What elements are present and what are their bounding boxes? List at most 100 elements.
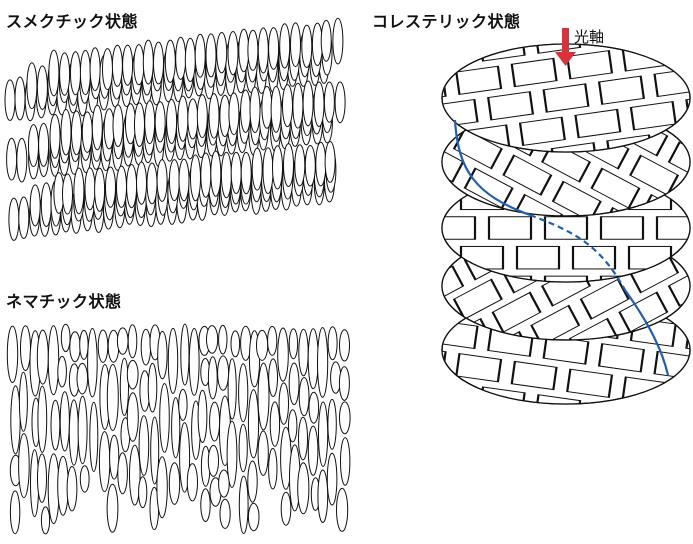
lattice-cell bbox=[349, 68, 391, 91]
lattice-cell bbox=[386, 254, 431, 282]
lattice-cell bbox=[322, 305, 367, 333]
lattice-cell bbox=[455, 65, 503, 95]
lattice-cell bbox=[338, 187, 383, 215]
molecule bbox=[106, 364, 119, 431]
molecule bbox=[238, 363, 249, 423]
lattice-cell bbox=[452, 278, 503, 320]
molecule bbox=[157, 330, 168, 380]
lattice-cell bbox=[442, 345, 447, 375]
molecule bbox=[297, 462, 310, 515]
lattice-cell bbox=[393, 405, 438, 433]
lattice-cell bbox=[676, 44, 690, 64]
lattice-cell bbox=[538, 0, 586, 11]
molecule bbox=[207, 356, 218, 400]
molecule bbox=[247, 29, 259, 71]
molecule bbox=[138, 476, 148, 509]
molecule bbox=[89, 401, 99, 472]
molecule bbox=[57, 355, 67, 388]
helix-back bbox=[529, 213, 626, 291]
molecule bbox=[79, 329, 89, 360]
molecule bbox=[60, 323, 71, 353]
molecule bbox=[18, 196, 30, 239]
molecule bbox=[167, 327, 179, 394]
molecule bbox=[168, 159, 180, 202]
lattice-cell bbox=[405, 306, 447, 329]
molecule bbox=[40, 182, 52, 227]
molecule bbox=[270, 85, 282, 133]
molecule bbox=[87, 328, 98, 398]
lattice-cell bbox=[455, 353, 503, 383]
molecule bbox=[200, 488, 211, 523]
lattice-cell bbox=[416, 438, 461, 466]
molecule bbox=[238, 475, 249, 534]
lattice-cell bbox=[327, 280, 375, 320]
lattice-cell bbox=[518, 116, 566, 147]
molecule bbox=[327, 398, 337, 450]
lattice-cell bbox=[362, 199, 407, 227]
nematic-molecule-field bbox=[6, 323, 351, 535]
lattice-cell bbox=[349, 246, 391, 269]
lattice-cell bbox=[366, 293, 414, 333]
lattice-cell bbox=[487, 216, 533, 240]
molecule bbox=[208, 93, 220, 139]
molecule bbox=[133, 44, 145, 86]
molecule bbox=[228, 92, 240, 136]
molecule bbox=[298, 328, 309, 377]
lattice-cell bbox=[299, 227, 347, 267]
lattice-cell bbox=[510, 360, 558, 391]
molecule bbox=[268, 358, 279, 398]
molecule bbox=[76, 362, 89, 395]
molecule bbox=[336, 487, 349, 532]
lattice-cell bbox=[394, 195, 439, 223]
molecule bbox=[129, 444, 141, 506]
smectic-state-title: スメクチック状態 bbox=[6, 12, 139, 31]
lattice-cell bbox=[345, 82, 390, 110]
lattice-cell bbox=[646, 10, 691, 38]
lattice-cell bbox=[289, 266, 337, 306]
lattice-cell bbox=[377, 98, 419, 121]
lattice-cell bbox=[377, 155, 425, 195]
lattice-cell bbox=[442, 216, 477, 240]
molecule bbox=[218, 324, 228, 355]
lattice-cell bbox=[571, 245, 617, 270]
lattice-cell bbox=[422, 398, 470, 438]
molecule bbox=[247, 389, 260, 459]
lattice-cell bbox=[411, 0, 459, 11]
lattice-cell bbox=[542, 83, 590, 113]
lattice-cell bbox=[491, 291, 542, 334]
molecule bbox=[142, 39, 154, 85]
molecule bbox=[59, 52, 71, 96]
molecule bbox=[69, 331, 81, 363]
molecule bbox=[106, 483, 119, 533]
lattice-cell bbox=[685, 365, 693, 388]
molecule bbox=[317, 327, 329, 398]
molecule bbox=[159, 383, 170, 453]
arrow-head bbox=[555, 52, 576, 66]
helix-front-lower bbox=[624, 289, 670, 376]
lattice-cell bbox=[472, 0, 517, 2]
molecule bbox=[318, 401, 329, 467]
cholesteric-state-title: コレステリック状態 bbox=[372, 12, 521, 31]
lattice-cell bbox=[538, 437, 586, 477]
molecule bbox=[28, 124, 39, 168]
lattice-cell bbox=[349, 208, 397, 248]
lattice-cell bbox=[338, 168, 386, 208]
lattice-cell bbox=[587, 410, 635, 450]
lattice-cell bbox=[349, 187, 391, 210]
molecule bbox=[280, 491, 292, 526]
molecule bbox=[307, 328, 319, 390]
lattice-cell bbox=[472, 446, 517, 474]
lattice-cell bbox=[686, 51, 693, 91]
molecule bbox=[6, 325, 19, 383]
molecule bbox=[81, 111, 93, 153]
lattice-cell bbox=[388, 214, 436, 254]
lattice-cell bbox=[355, 332, 403, 372]
molecule bbox=[125, 103, 136, 145]
molecule bbox=[298, 377, 310, 417]
lattice-cell bbox=[499, 424, 547, 464]
molecule bbox=[288, 328, 299, 360]
molecule bbox=[338, 366, 350, 401]
lattice-cell bbox=[349, 128, 391, 151]
lattice-cell bbox=[448, 7, 493, 35]
